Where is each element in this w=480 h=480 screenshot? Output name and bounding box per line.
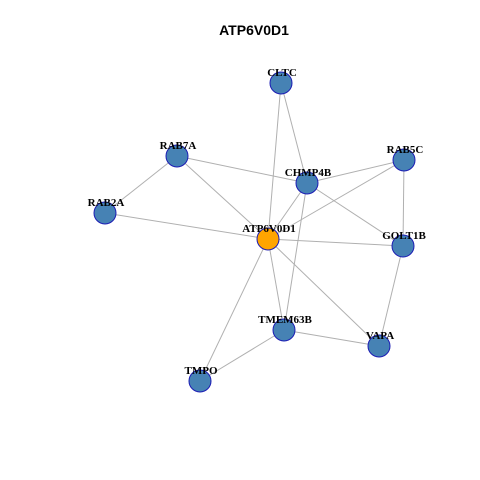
- node-circle[interactable]: [295, 171, 319, 195]
- node-chmp4b[interactable]: CHMP4B: [285, 167, 332, 195]
- edge-rab7a-rab2a: [104, 155, 178, 214]
- center-node-circle[interactable]: [256, 227, 280, 251]
- node-label: ATP6V0D1: [242, 223, 296, 235]
- edge-atp6v0d1-cltc: [267, 82, 282, 240]
- edge-atp6v0d1-rab2a: [104, 212, 269, 240]
- node-circle[interactable]: [93, 201, 117, 225]
- node-atp6v0d1[interactable]: ATP6V0D1: [242, 223, 296, 251]
- node-circle[interactable]: [367, 334, 391, 358]
- edge-atp6v0d1-rab5c: [267, 159, 405, 240]
- edge-chmp4b-golt1b: [306, 182, 404, 247]
- node-tmem63b[interactable]: TMEM63B: [258, 314, 313, 342]
- node-rab5c[interactable]: RAB5C: [387, 144, 424, 172]
- edge-chmp4b-tmem63b: [283, 182, 308, 331]
- diagram-title: ATP6V0D1: [219, 22, 289, 38]
- node-circle[interactable]: [391, 234, 415, 258]
- node-label: RAB7A: [160, 140, 197, 152]
- edge-layer: [104, 82, 405, 382]
- edge-rab5c-golt1b: [402, 159, 405, 247]
- edge-atp6v0d1-vapa: [267, 238, 380, 347]
- edge-chmp4b-rab5c: [306, 159, 405, 184]
- node-label: CLTC: [267, 67, 297, 79]
- node-label: VAPA: [366, 330, 394, 342]
- node-label: CHMP4B: [285, 167, 332, 179]
- node-circle[interactable]: [392, 148, 416, 172]
- edge-rab7a-chmp4b: [176, 155, 308, 184]
- node-label: RAB2A: [88, 197, 125, 209]
- node-layer: ATP6V0D1 CLTC RAB7A RAB5C CHMP4B RAB2A GOLT1B T…: [88, 67, 426, 393]
- node-label: RAB5C: [387, 144, 424, 156]
- node-vapa[interactable]: VAPA: [366, 330, 394, 358]
- node-label: GOLT1B: [382, 230, 426, 242]
- node-circle[interactable]: [188, 369, 212, 393]
- edge-tmem63b-vapa: [283, 329, 380, 347]
- edge-tmem63b-tmpo: [199, 329, 285, 382]
- node-tmpo[interactable]: TMPO: [185, 365, 218, 393]
- node-golt1b[interactable]: GOLT1B: [382, 230, 426, 258]
- node-cltc[interactable]: CLTC: [267, 67, 297, 95]
- edge-golt1b-vapa: [378, 245, 404, 347]
- node-rab7a[interactable]: RAB7A: [160, 140, 197, 168]
- edge-atp6v0d1-tmpo: [199, 238, 269, 382]
- edge-atp6v0d1-tmem63b: [267, 238, 285, 331]
- edge-atp6v0d1-rab7a: [176, 155, 269, 240]
- edge-cltc-chmp4b: [280, 82, 308, 184]
- node-circle[interactable]: [272, 318, 296, 342]
- node-circle[interactable]: [165, 144, 189, 168]
- node-label: TMPO: [185, 365, 218, 377]
- node-circle[interactable]: [269, 71, 293, 95]
- edge-atp6v0d1-golt1b: [267, 238, 404, 247]
- node-label: TMEM63B: [258, 314, 312, 326]
- node-rab2a[interactable]: RAB2A: [88, 197, 125, 225]
